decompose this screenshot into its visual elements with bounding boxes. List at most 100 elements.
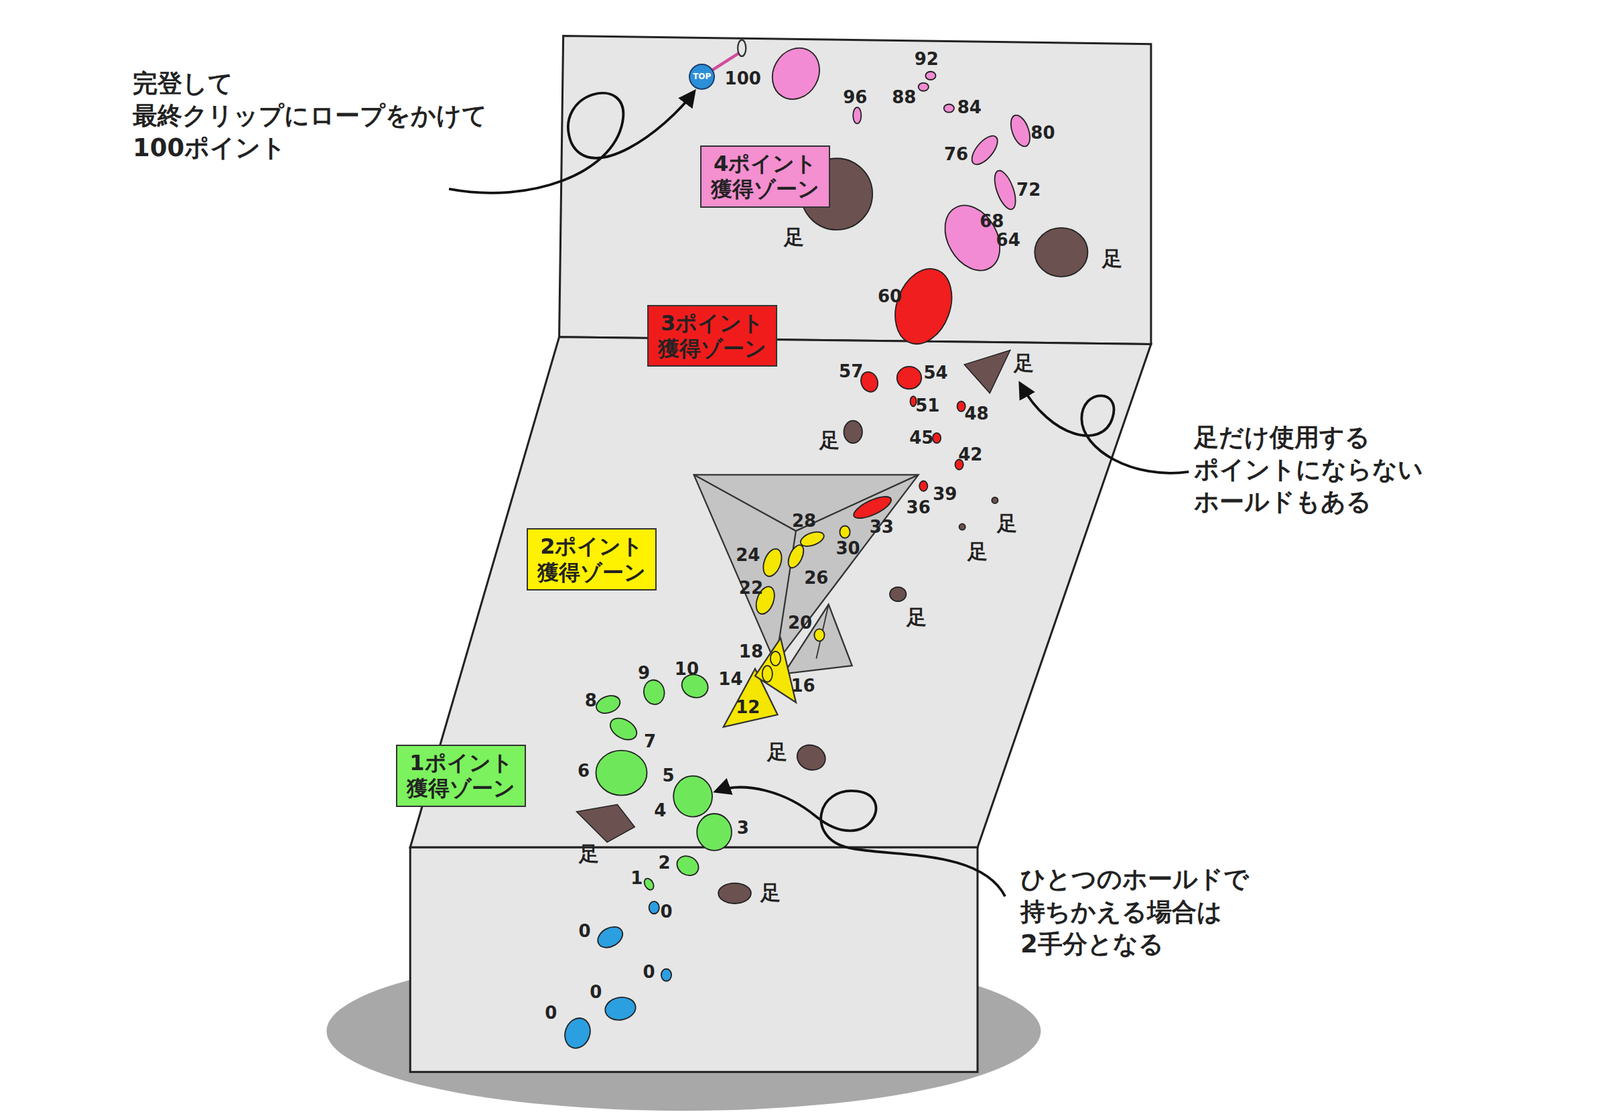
zone-label: 3ポイント 獲得ゾーン — [657, 310, 767, 362]
climbing-hold — [944, 104, 955, 113]
foot-label: 足 — [996, 511, 1018, 534]
hold-number: 39 — [932, 484, 957, 504]
zone-label: 1ポイント 獲得ゾーン — [406, 749, 516, 802]
hold-number: 20 — [787, 613, 813, 633]
hold-number: 45 — [909, 428, 934, 448]
hold-number: 16 — [790, 676, 815, 696]
climbing-hold — [603, 994, 638, 1022]
foot-label: 足 — [760, 881, 781, 904]
hold-number: 0 — [643, 962, 656, 982]
climbing-hold — [798, 528, 827, 549]
top-text: TOP — [692, 71, 711, 82]
climbing-hold — [606, 713, 641, 744]
zone-box: 2ポイント 獲得ゾーン — [526, 527, 657, 591]
foot-hold — [964, 350, 1011, 394]
volume — [783, 604, 853, 675]
foot-label: 足 — [1102, 247, 1123, 270]
hold-number: 22 — [739, 578, 764, 598]
climbing-hold — [793, 741, 829, 774]
hold-number: 92 — [914, 49, 939, 70]
climbing-hold — [991, 497, 998, 504]
hold-number: 5 — [661, 765, 675, 786]
climbing-hold — [762, 665, 773, 682]
hold-number: 33 — [869, 517, 894, 537]
climbing-hold — [642, 876, 656, 892]
hold-number: 72 — [1016, 180, 1041, 200]
top-panel — [559, 35, 1152, 344]
hold-number: 0 — [544, 1002, 557, 1022]
climbing-hold — [763, 39, 829, 108]
hold-number: 100 — [724, 69, 762, 89]
climbing-hold — [909, 395, 916, 407]
foot-label: 足 — [767, 739, 788, 762]
hold-number: 18 — [739, 641, 764, 661]
hold-number: 26 — [804, 568, 829, 588]
climbing-hold — [919, 480, 928, 491]
clip — [737, 40, 746, 57]
climbing-hold — [770, 651, 781, 666]
zone-box: 1ポイント 獲得ゾーン — [395, 744, 526, 807]
climbing-hold — [1034, 227, 1088, 277]
foot-hold — [576, 804, 635, 842]
callout-note: ひとつのホールドで 持ちかえる場合は 2手分となる — [1020, 862, 1249, 960]
hold-number: 0 — [578, 921, 591, 941]
volume — [694, 474, 919, 664]
hold-number: 88 — [891, 87, 916, 107]
hold-number: 28 — [791, 510, 817, 530]
foot-label: 足 — [819, 428, 840, 451]
foot-label: 足 — [906, 605, 927, 628]
climbing-hold — [595, 750, 647, 796]
climbing-hold — [918, 83, 929, 92]
hold-number: 68 — [979, 211, 1004, 232]
zone-label: 4ポイント 獲得ゾーン — [710, 150, 820, 203]
callout-arrow — [716, 787, 1006, 897]
climbing-hold — [593, 692, 623, 716]
foot-label: 足 — [967, 540, 988, 563]
climbing-hold — [814, 628, 825, 641]
callout-note: 完登して 最終クリップにロープをかけて 100ポイント — [132, 67, 488, 165]
climbing-hold — [839, 525, 850, 539]
hold-number: 60 — [877, 286, 902, 306]
climbing-hold — [673, 851, 703, 879]
foot-label: 足 — [783, 225, 805, 248]
climbing-hold — [889, 586, 906, 602]
climbing-hold — [594, 921, 627, 952]
hold-number: 7 — [643, 730, 656, 751]
hold-number: 9 — [637, 662, 650, 683]
climbing-hold — [932, 432, 941, 443]
hold-number: 24 — [735, 545, 760, 565]
hold-number: 2 — [657, 852, 671, 873]
climbing-hold — [925, 71, 936, 80]
climbing-hold — [661, 968, 672, 981]
hold-number: 3 — [737, 818, 750, 838]
climbing-hold — [959, 523, 966, 530]
hold-number: 80 — [1030, 123, 1055, 143]
hold-number: 8 — [584, 690, 597, 710]
climbing-hold — [718, 883, 752, 904]
climbing-hold — [967, 131, 1003, 169]
climbing-hold — [990, 168, 1020, 213]
hold-number: 36 — [906, 497, 931, 518]
climbing-hold — [759, 546, 785, 579]
callout-note: 足だけ使用する ポイントにならない ホールドもある — [1193, 421, 1424, 518]
climbing-hold — [560, 1014, 595, 1052]
climbing-hold — [957, 401, 966, 412]
climbing-hold — [673, 775, 713, 817]
climbing-hold — [696, 813, 732, 851]
climbing-hold — [843, 420, 862, 444]
hold-number: 96 — [842, 87, 868, 107]
climbing-hold — [1007, 112, 1034, 149]
hold-number: 57 — [838, 361, 863, 382]
hold-number: 48 — [964, 404, 989, 424]
hold-number: 42 — [958, 444, 983, 464]
climbing-hold — [897, 366, 922, 390]
hold-number: 10 — [674, 658, 699, 679]
hold-number: 0 — [659, 901, 673, 922]
foot-label: 足 — [578, 842, 599, 865]
hold-number: 76 — [944, 144, 969, 165]
climbing-hold — [885, 260, 962, 352]
zone-box: 3ポイント 獲得ゾーン — [647, 304, 778, 368]
callout-arrow — [1020, 383, 1189, 474]
zone-label: 2ポイント 獲得ゾーン — [537, 533, 646, 585]
